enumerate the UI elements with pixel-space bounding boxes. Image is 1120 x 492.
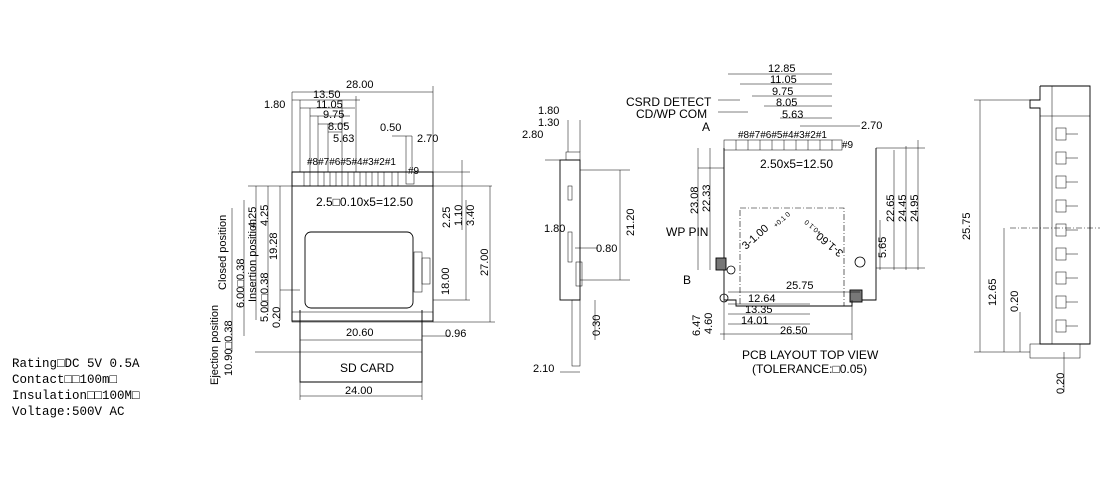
- front-dim-6-00: 6.00□0.38: [235, 259, 247, 308]
- front-dim-2-25: 2.25: [441, 207, 453, 228]
- front-dim-2-70: 2.70: [417, 133, 438, 145]
- pcb-dim-13-35: 13.35: [745, 304, 773, 316]
- pcb-dim-26-50: 26.50: [780, 325, 808, 337]
- front-pin9: #9: [408, 166, 420, 177]
- pcb-dim-12-64: 12.64: [748, 293, 776, 305]
- side-dim-0-80: 0.80: [596, 243, 617, 255]
- front-closed-position: Closed position: [217, 215, 229, 290]
- side-dim-0-30: 0.30: [591, 315, 603, 336]
- front-contacts: [303, 171, 415, 187]
- front-dim-28: 28.00: [346, 79, 374, 91]
- spec-insulation: Insulation□□100M□: [12, 389, 140, 403]
- front-dim-20-60: 20.60: [346, 327, 374, 339]
- pcb-label-a: A: [702, 120, 710, 134]
- pcb-dim-14-01: 14.01: [741, 315, 769, 327]
- spec-voltage: Voltage:500V AC: [12, 405, 125, 419]
- front-dim-0-20: 0.20: [271, 307, 283, 328]
- spec-rating: Rating□DC 5V 0.5A: [12, 357, 140, 371]
- pcb-dim-9-75: 9.75: [772, 86, 793, 98]
- front-dim-5-00: 5.00□0.38: [259, 273, 271, 322]
- front-dim-0-96: 0.96: [445, 328, 466, 340]
- right-pin-slots: [1055, 127, 1078, 333]
- side-dim-21-20: 21.20: [625, 208, 637, 236]
- front-pitch: 2.5□0.10x5=12.50: [316, 195, 413, 209]
- pcb-hole-left: [726, 265, 736, 275]
- pcb-contact-pads: [723, 139, 843, 151]
- front-dim-8-05: 8.05: [328, 121, 349, 133]
- front-dim-13-50: 13.50: [313, 89, 341, 101]
- pcb-dim-22-33: 22.33: [701, 184, 713, 212]
- pcb-view: 12.85 11.05 9.75 8.05 5.63 CSRD DETECT C…: [626, 63, 925, 376]
- pcb-dim-24-95: 24.95: [909, 194, 921, 222]
- front-card-window: [304, 231, 414, 309]
- front-pins: #8#7#6#5#4#3#2#1: [307, 157, 396, 168]
- pcb-pitch: 2.50x5=12.50: [760, 157, 833, 171]
- pcb-title: PCB LAYOUT TOP VIEW: [742, 348, 879, 362]
- right-dim-0-20b: 0.20: [1055, 373, 1067, 394]
- right-view: 25.75 12.65 0.20 0.20: [961, 85, 1100, 394]
- right-dim-0-20a: 0.20: [1009, 291, 1021, 312]
- right-dim-12-65: 12.65: [987, 278, 999, 306]
- pcb-dim-23-08: 23.08: [689, 186, 701, 214]
- front-insertion-position: Insertion position: [247, 219, 259, 302]
- pcb-dim-5-63: 5.63: [782, 109, 803, 121]
- side-dim-1-80: 1.80: [538, 105, 559, 117]
- front-dim-24: 24.00: [345, 385, 373, 397]
- front-dim-3-40: 3.40: [465, 205, 477, 226]
- front-dim-18: 18.00: [440, 267, 452, 295]
- front-dim-27: 27.00: [479, 248, 491, 276]
- pcb-dim-24-45: 24.45: [897, 194, 909, 222]
- front-dim-10-90: 10.90□0.38: [223, 320, 235, 376]
- pcb-pins: #8#7#6#5#4#3#2#1: [738, 130, 827, 141]
- front-closed-4-25: 4.25: [247, 207, 259, 228]
- pcb-hole-right-tol: +0.1 0: [804, 218, 824, 236]
- front-dim-19-28: 19.28: [268, 232, 280, 260]
- front-dim-0-50: 0.50: [380, 122, 401, 134]
- pcb-pin9: #9: [842, 140, 854, 151]
- pcb-dim-2-70: 2.70: [861, 120, 882, 132]
- pcb-dim-4-60: 4.60: [703, 313, 715, 334]
- sd-card-outline: [299, 310, 423, 383]
- side-dim-1-80b: 1.80: [544, 223, 565, 235]
- pcb-dim-25-75: 25.75: [786, 280, 814, 292]
- spec-contact: Contact□□100m□: [12, 373, 118, 387]
- pcb-dim-5-65: 5.65: [877, 237, 889, 258]
- right-dim-25-75: 25.75: [961, 212, 973, 240]
- front-body-outline: [291, 185, 434, 322]
- pcb-wp-pin: WP PIN: [666, 225, 708, 239]
- right-body-outline: [1029, 85, 1091, 345]
- side-view: 1.80 1.30 2.80 21.20 1.80 0.80 0.30 2.10: [522, 105, 637, 375]
- pcb-cd-wp-com: CD/WP COM: [636, 107, 707, 121]
- side-dim-2-10: 2.10: [533, 363, 554, 375]
- pcb-outline: [723, 148, 877, 307]
- pcb-hole-left-label: 3-1.00: [740, 222, 771, 252]
- specifications: Rating□DC 5V 0.5A Contact□□100m□ Insulat…: [12, 356, 140, 420]
- front-dim-5-63: 5.63: [333, 133, 354, 145]
- pcb-dim-6-47: 6.47: [691, 315, 703, 336]
- front-sd-card-label: SD CARD: [340, 361, 394, 375]
- front-dim-11-05: 11.05: [316, 99, 343, 111]
- pcb-label-b: B: [683, 273, 691, 287]
- front-ejection-position: Ejection position: [209, 305, 221, 385]
- front-dim-9-75: 9.75: [323, 109, 344, 121]
- pcb-tolerance: (TOLERANCE:□0.05): [752, 362, 867, 376]
- front-view: 28.00 13.50 1.80 11.05 9.75 8.05 5.63 0.…: [209, 79, 495, 400]
- pcb-hole-left-tol: +0.1 0: [773, 211, 792, 229]
- pcb-dim-11-05: 11.05: [770, 74, 797, 86]
- pcb-dim-8-05: 8.05: [776, 97, 797, 109]
- front-dim-1-80: 1.80: [264, 99, 285, 111]
- pcb-dim-12-85: 12.85: [768, 63, 796, 75]
- front-dim-1-10: 1.10: [453, 205, 465, 226]
- front-insertion-4-25: 4.25: [259, 205, 271, 226]
- pcb-dim-22-65: 22.65: [885, 194, 897, 222]
- side-dim-1-30: 1.30: [538, 117, 559, 129]
- side-dim-2-80: 2.80: [522, 129, 543, 141]
- pcb-hole-right: [854, 256, 866, 268]
- pcb-csrd-detect: CSRD DETECT: [626, 95, 712, 109]
